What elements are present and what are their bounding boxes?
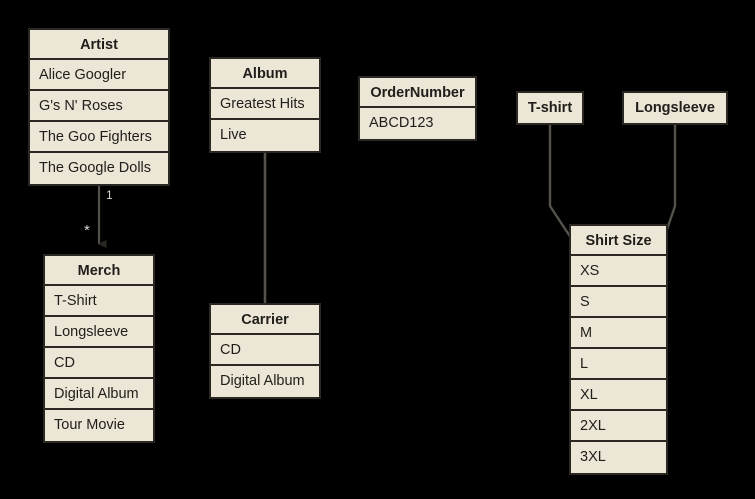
entity-merch-row-1[interactable]: Longsleeve	[45, 317, 153, 348]
entity-order-number[interactable]: OrderNumber ABCD123	[358, 76, 477, 141]
entity-shirt-size-row-5[interactable]: 2XL	[571, 411, 666, 442]
entity-shirt-size-row-1[interactable]: S	[571, 287, 666, 318]
entity-album-row-1[interactable]: Live	[211, 120, 319, 151]
entity-carrier-row-1[interactable]: Digital Album	[211, 366, 319, 397]
entity-tshirt-header: T-shirt	[518, 93, 582, 123]
entity-tshirt[interactable]: T-shirt	[516, 91, 584, 125]
entity-order-number-header: OrderNumber	[360, 78, 475, 108]
edge-label-artist-merch-source: 1	[106, 188, 113, 202]
entity-album[interactable]: Album Greatest Hits Live	[209, 57, 321, 153]
entity-shirt-size-row-2[interactable]: M	[571, 318, 666, 349]
entity-merch-row-4[interactable]: Tour Movie	[45, 410, 153, 441]
entity-artist-row-0[interactable]: Alice Googler	[30, 60, 168, 91]
entity-album-header: Album	[211, 59, 319, 89]
edge-tshirt-shirtsize	[548, 121, 575, 242]
entity-carrier-header: Carrier	[211, 305, 319, 335]
entity-shirt-size-row-3[interactable]: L	[571, 349, 666, 380]
entity-artist-header: Artist	[30, 30, 168, 60]
entity-order-number-row-0[interactable]: ABCD123	[360, 108, 475, 139]
entity-longsleeve[interactable]: Longsleeve	[622, 91, 728, 125]
entity-album-row-0[interactable]: Greatest Hits	[211, 89, 319, 120]
edge-longsleeve-shirtsize	[661, 121, 677, 242]
edge-label-artist-merch-target: *	[84, 222, 90, 239]
entity-merch-row-0[interactable]: T-Shirt	[45, 286, 153, 317]
entity-artist-row-3[interactable]: The Google Dolls	[30, 153, 168, 184]
entity-carrier-row-0[interactable]: CD	[211, 335, 319, 366]
entity-shirt-size-header: Shirt Size	[571, 226, 666, 256]
entity-merch[interactable]: Merch T-Shirt Longsleeve CD Digital Albu…	[43, 254, 155, 443]
entity-merch-row-3[interactable]: Digital Album	[45, 379, 153, 410]
entity-merch-header: Merch	[45, 256, 153, 286]
entity-shirt-size-row-0[interactable]: XS	[571, 256, 666, 287]
entity-shirt-size-row-6[interactable]: 3XL	[571, 442, 666, 473]
entity-longsleeve-header: Longsleeve	[624, 93, 726, 123]
entity-artist[interactable]: Artist Alice Googler G's N' Roses The Go…	[28, 28, 170, 186]
entity-merch-row-2[interactable]: CD	[45, 348, 153, 379]
entity-shirt-size-row-4[interactable]: XL	[571, 380, 666, 411]
entity-carrier[interactable]: Carrier CD Digital Album	[209, 303, 321, 399]
entity-artist-row-1[interactable]: G's N' Roses	[30, 91, 168, 122]
entity-shirt-size[interactable]: Shirt Size XS S M L XL 2XL 3XL	[569, 224, 668, 475]
entity-artist-row-2[interactable]: The Goo Fighters	[30, 122, 168, 153]
